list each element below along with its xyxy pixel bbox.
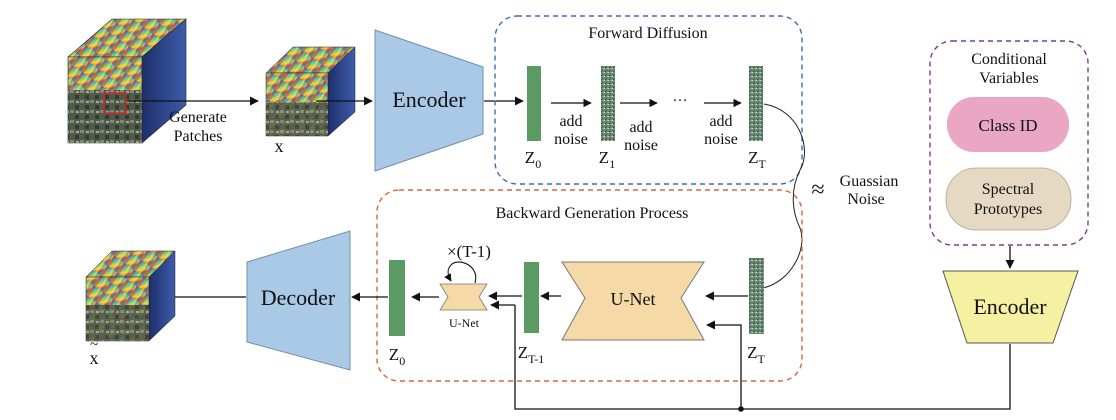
- z0-label-forward: Z0: [525, 148, 541, 171]
- latent-zT-backward: [749, 258, 764, 334]
- x-tilde-mark: ~: [90, 337, 98, 353]
- unet-block: [561, 261, 705, 341]
- spectral-label: Spectral: [982, 181, 1035, 198]
- conditional-title-2: Variables: [979, 70, 1039, 87]
- conditional-encoder-block: [942, 270, 1079, 344]
- gaussian-noise-curve: [762, 103, 805, 289]
- approx-symbol: ≈: [811, 177, 824, 203]
- forward-diffusion-box: [494, 15, 803, 185]
- forward-diffusion-title: Forward Diffusion: [588, 25, 707, 42]
- guassian-label: Guassian: [840, 173, 899, 190]
- patch-selection-box: [103, 92, 127, 114]
- zT-label-backward: ZT: [747, 343, 765, 366]
- condition-line: [514, 305, 1011, 410]
- z1-label: Z1: [599, 148, 615, 171]
- patch-cube-x: [265, 46, 356, 137]
- repeat-label: ×(T-1): [447, 242, 491, 261]
- spectral-prototypes-pill: [945, 167, 1072, 231]
- z0-label-backward: Z0: [389, 345, 405, 368]
- junction-dot: [738, 406, 744, 412]
- conditional-variables-box: [929, 40, 1089, 246]
- conditional-encoder-label: Encoder: [973, 294, 1047, 319]
- latent-z0: [527, 66, 541, 141]
- latent-zT-forward: [749, 66, 763, 141]
- add-label-3: add: [709, 113, 732, 130]
- unet-label: U-Net: [611, 289, 656, 309]
- noise-label-3: noise: [704, 131, 738, 148]
- small-unet-block: [439, 283, 488, 311]
- class-id-pill: [947, 97, 1069, 152]
- ellipsis: ···: [673, 93, 688, 109]
- add-label-2: add: [629, 119, 652, 136]
- latent-zT-minus-1: [524, 262, 539, 333]
- backward-generation-title: Backward Generation Process: [496, 205, 689, 222]
- zT-label-forward: ZT: [748, 148, 766, 171]
- encoder-block: [374, 29, 484, 172]
- class-id-label: Class ID: [978, 116, 1037, 135]
- input-cube: [67, 18, 187, 144]
- noise-label-1: noise: [554, 131, 588, 148]
- patches-label-text: Patches: [174, 128, 223, 145]
- latent-z0-backward: [389, 260, 405, 336]
- decoder-label: Decoder: [261, 285, 336, 310]
- encoder-label: Encoder: [392, 87, 466, 112]
- noise-label-gaussian: Noise: [847, 191, 884, 208]
- generate-label: Generate: [169, 109, 227, 126]
- zTm1-label: ZT-1: [518, 343, 545, 366]
- add-label-1: add: [559, 113, 582, 130]
- latent-z1: [601, 66, 615, 141]
- condition-branch-line: [706, 320, 742, 409]
- x-label: x: [275, 136, 284, 156]
- conditional-title-1: Conditional: [971, 51, 1047, 68]
- output-cube-x-tilde: [85, 250, 176, 342]
- small-unet-label: U-Net: [449, 316, 480, 330]
- decoder-block: [246, 230, 351, 371]
- x-tilde-label: x: [90, 348, 99, 368]
- noise-label-2: noise: [624, 137, 658, 154]
- repeat-loop-arrow: [444, 261, 477, 284]
- backward-generation-box: [376, 189, 803, 382]
- prototypes-label: Prototypes: [974, 201, 1042, 218]
